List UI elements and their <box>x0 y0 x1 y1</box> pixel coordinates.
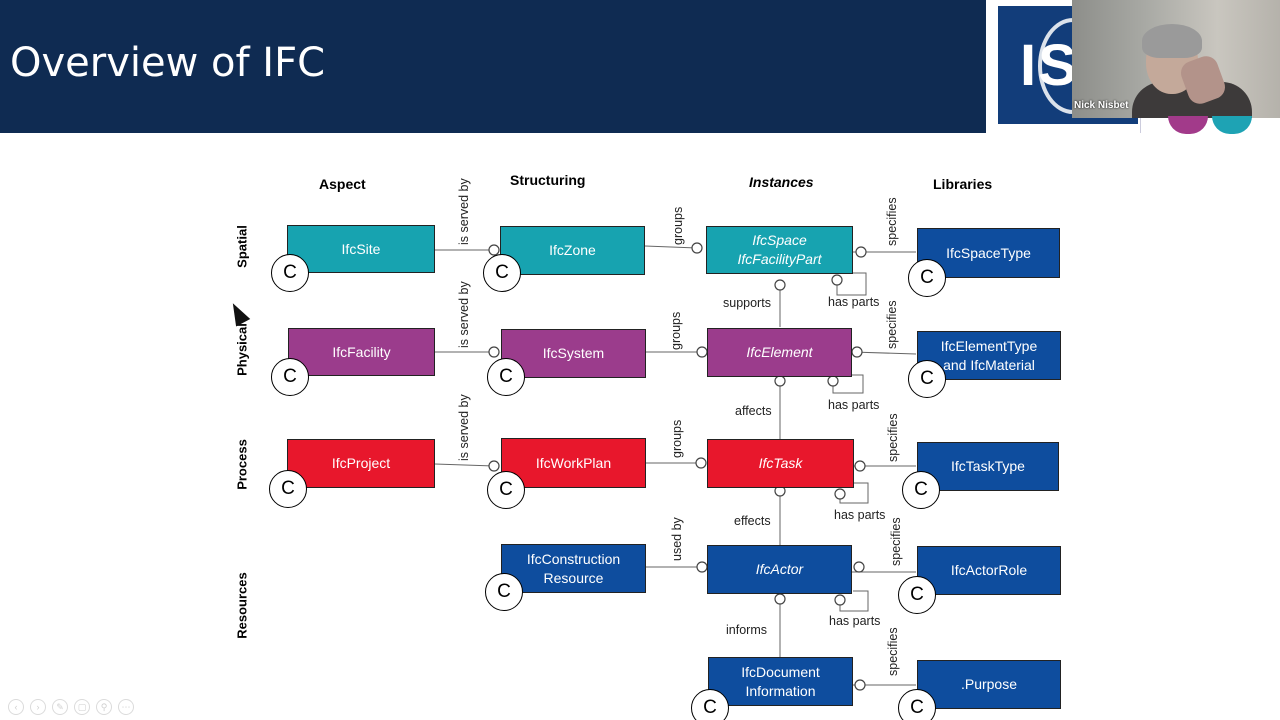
relation-label-groups: groups <box>670 419 684 458</box>
relation-label-has-parts: has parts <box>828 398 880 412</box>
box-ifctasktype: IfcTaskType <box>917 442 1059 491</box>
box-purpose: .Purpose <box>917 660 1061 709</box>
box-ifcsite: IfcSite <box>287 225 435 273</box>
row-header-process: Process <box>234 439 250 490</box>
class-badge: C <box>483 254 521 292</box>
more-options-icon[interactable]: ⋯ <box>118 699 134 715</box>
box-ifcsystem: IfcSystem <box>501 329 646 378</box>
column-header-libraries: Libraries <box>933 176 993 192</box>
relation-label-effects: effects <box>734 514 771 528</box>
slide-title: Overview of IFC <box>10 40 326 86</box>
box-ifcworkplan: IfcWorkPlan <box>501 438 646 488</box>
relation-label-groups: groups <box>669 311 683 350</box>
zoom-icon[interactable]: ⚲ <box>96 699 112 715</box>
relation-label-has-parts: has parts <box>828 295 880 309</box>
class-badge: C <box>691 689 729 720</box>
box-ifcelement: IfcElement <box>707 328 852 377</box>
next-slide-icon[interactable]: › <box>30 699 46 715</box>
box-ifczone: IfcZone <box>500 226 645 275</box>
pen-icon[interactable]: ✎ <box>52 699 68 715</box>
slide-header: Overview of IFC <box>0 0 986 133</box>
class-badge: C <box>487 358 525 396</box>
class-badge: C <box>271 254 309 292</box>
relation-label-specifies: specifies <box>886 627 900 676</box>
box-ifcdocumentinformation: IfcDocument Information <box>708 657 853 706</box>
decorative-shape-purple <box>1168 116 1208 134</box>
box-ifcproject: IfcProject <box>287 439 435 488</box>
relation-label-used-by: used by <box>670 517 684 561</box>
box-ifcconstructionresource: IfcConstruction Resource <box>501 544 646 593</box>
class-badge: C <box>269 470 307 508</box>
relation-label-specifies: specifies <box>889 517 903 566</box>
column-header-aspect: Aspect <box>319 176 366 192</box>
class-badge: C <box>908 360 946 398</box>
speaker-name-label: Nick Nisbet <box>1074 100 1129 111</box>
connector-lines <box>434 242 917 691</box>
class-badge: C <box>898 689 936 720</box>
relation-label-has-parts: has parts <box>829 614 881 628</box>
relation-label-is-served-by: is served by <box>457 281 471 348</box>
relation-label-informs: informs <box>726 623 767 637</box>
relation-label-groups: groups <box>671 206 685 245</box>
box-ifcactorrole: IfcActorRole <box>917 546 1061 595</box>
speaker-video-tile[interactable]: Nick Nisbet <box>1072 0 1280 118</box>
logo-text: IS <box>1020 33 1079 98</box>
relation-label-specifies: specifies <box>885 300 899 349</box>
column-header-structuring: Structuring <box>510 172 586 188</box>
speaker-hair <box>1142 24 1202 58</box>
previous-slide-icon[interactable]: ‹ <box>8 699 24 715</box>
relation-label-specifies: specifies <box>886 413 900 462</box>
row-header-resources: Resources <box>234 572 250 639</box>
class-badge: C <box>902 471 940 509</box>
relation-label-specifies: specifies <box>885 197 899 246</box>
slide-toolbar: ‹ › ✎ ▢ ⚲ ⋯ <box>8 699 134 715</box>
class-badge: C <box>908 259 946 297</box>
column-header-instances: Instances <box>749 174 814 190</box>
slides-icon[interactable]: ▢ <box>74 699 90 715</box>
relation-label-supports: supports <box>723 296 771 310</box>
box-ifcfacility: IfcFacility <box>288 328 435 376</box>
relation-label-has-parts: has parts <box>834 508 886 522</box>
box-ifctask: IfcTask <box>707 439 854 488</box>
relation-label-affects: affects <box>735 404 772 418</box>
box-ifcactor: IfcActor <box>707 545 852 594</box>
ifc-diagram: Aspect Structuring Instances Libraries S… <box>0 133 1280 720</box>
relation-label-is-served-by: is served by <box>457 178 471 245</box>
box-ifcspace: IfcSpace IfcFacilityPart <box>706 226 853 274</box>
row-header-spatial: Spatial <box>234 225 250 268</box>
relation-label-is-served-by: is served by <box>457 394 471 461</box>
class-badge: C <box>485 573 523 611</box>
class-badge: C <box>487 471 525 509</box>
class-badge: C <box>271 358 309 396</box>
class-badge: C <box>898 576 936 614</box>
decorative-shape-teal <box>1212 116 1252 134</box>
